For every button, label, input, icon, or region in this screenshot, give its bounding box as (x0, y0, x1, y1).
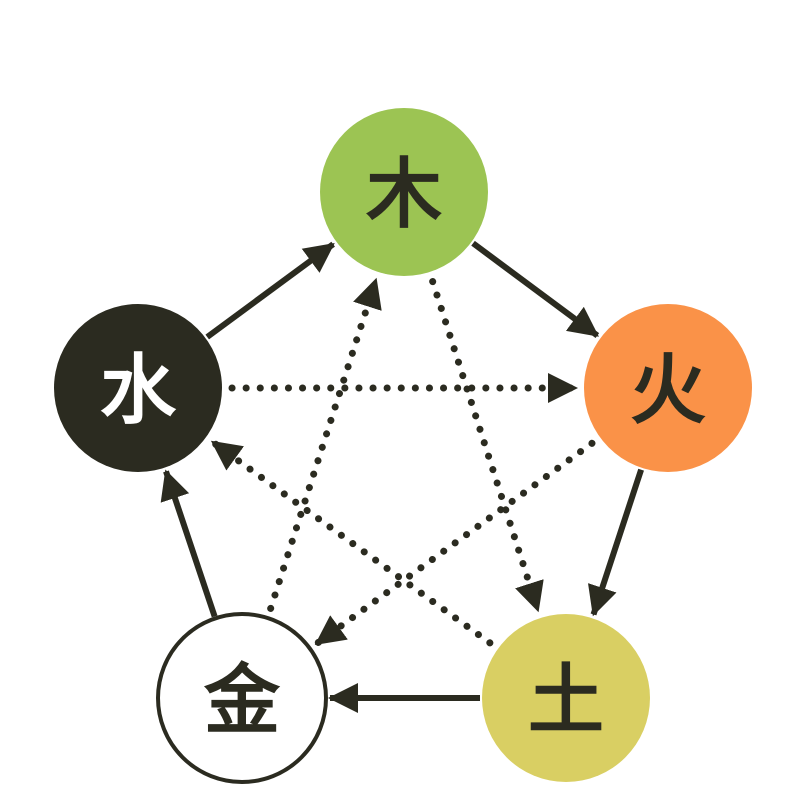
node-wood-circle (320, 108, 488, 276)
node-earth: 土 (482, 614, 650, 782)
generating-arrow-wood-to-fire (471, 240, 600, 338)
node-fire: 火 (584, 304, 752, 472)
node-metal-label: 金 (203, 656, 281, 745)
node-wood-label: 木 (366, 150, 442, 239)
generating-arrow-fire-to-earth (588, 468, 644, 617)
node-fire-label: 火 (630, 346, 706, 435)
controlling-arrow-earth-to-water (209, 438, 494, 647)
node-wood: 木 (320, 108, 488, 276)
generating-cycle-arrows (160, 240, 644, 713)
controlling-arrow-fire-to-metal (312, 439, 596, 648)
element-nodes: 木火土 金 水 (54, 108, 752, 784)
controlling-arrow-metal-to-wood (267, 276, 382, 612)
controlling-arrow-wood-to-earth (429, 278, 544, 614)
node-water-circle (54, 304, 222, 472)
node-water: 水 (54, 304, 222, 472)
node-earth-circle (482, 614, 650, 782)
node-earth-label: 土 (528, 656, 604, 745)
node-water-label: 水 (100, 346, 177, 435)
node-fire-circle (584, 304, 752, 472)
generating-arrow-water-to-wood (205, 241, 335, 340)
generating-arrow-metal-to-water (160, 469, 218, 618)
node-metal: 金 (156, 612, 328, 784)
node-metal-circle (156, 612, 328, 784)
controlling-cycle-arrows (209, 276, 596, 648)
